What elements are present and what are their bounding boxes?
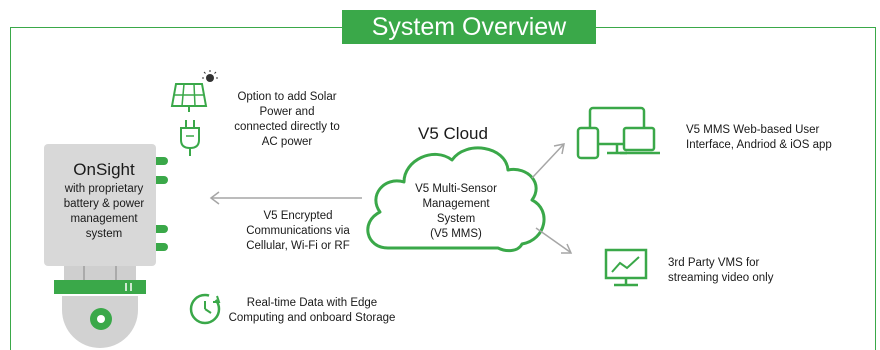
solar-panel-icon (170, 70, 218, 112)
solar-line-2: Power and (259, 106, 315, 118)
solar-text: Option to add Solar Power and connected … (222, 90, 352, 150)
frame-right (875, 27, 876, 350)
onsight-description: with proprietary battery & power managem… (46, 182, 162, 242)
cloud-line-2: Management (422, 198, 490, 210)
vms-text: 3rd Party VMS for streaming video only (668, 256, 818, 286)
comms-line-3: Cellular, Wi-Fi or RF (246, 240, 350, 252)
realtime-line-2: Computing and onboard Storage (228, 312, 396, 324)
cloud-line-4: (V5 MMS) (430, 228, 482, 240)
cloud-line-3: System (436, 213, 476, 225)
page-title: System Overview (342, 10, 596, 44)
devices-icon (576, 106, 660, 160)
realtime-text: Real-time Data with Edge Computing and o… (222, 296, 402, 326)
frame-top-left (10, 27, 342, 28)
onsight-line-1: with proprietary (64, 183, 144, 195)
frame-left (10, 27, 11, 350)
comms-line-2: Communications via (246, 225, 350, 237)
comms-line-1: V5 Encrypted (263, 210, 333, 222)
onsight-line-4: system (85, 228, 123, 240)
vms-line-1: 3rd Party VMS for (668, 257, 760, 269)
cloud-line-1: V5 Multi-Sensor (415, 183, 497, 195)
comms-text: V5 Encrypted Communications via Cellular… (228, 209, 368, 254)
realtime-line-1: Real-time Data with Edge (246, 297, 378, 309)
mms-ui-line-1: V5 MMS Web-based User (686, 124, 820, 136)
power-plug-icon (180, 120, 200, 156)
onsight-line-3: management (70, 213, 138, 225)
monitor-chart-icon (604, 248, 648, 287)
vms-line-2: streaming video only (668, 272, 774, 284)
cloud-text: V5 Multi-Sensor Management System (V5 MM… (392, 182, 520, 242)
onsight-title: OnSight (73, 160, 135, 179)
clock-icon (189, 293, 221, 325)
solar-line-4: AC power (261, 136, 313, 148)
solar-line-3: connected directly to (234, 121, 340, 133)
onsight-line-2: battery & power (63, 198, 145, 210)
mms-ui-text: V5 MMS Web-based User Interface, Andriod… (686, 123, 856, 153)
solar-line-1: Option to add Solar (237, 91, 337, 103)
cloud-heading: V5 Cloud (418, 124, 488, 143)
mms-ui-line-2: Interface, Andriod & iOS app (686, 139, 832, 151)
frame-top-right (596, 27, 876, 28)
